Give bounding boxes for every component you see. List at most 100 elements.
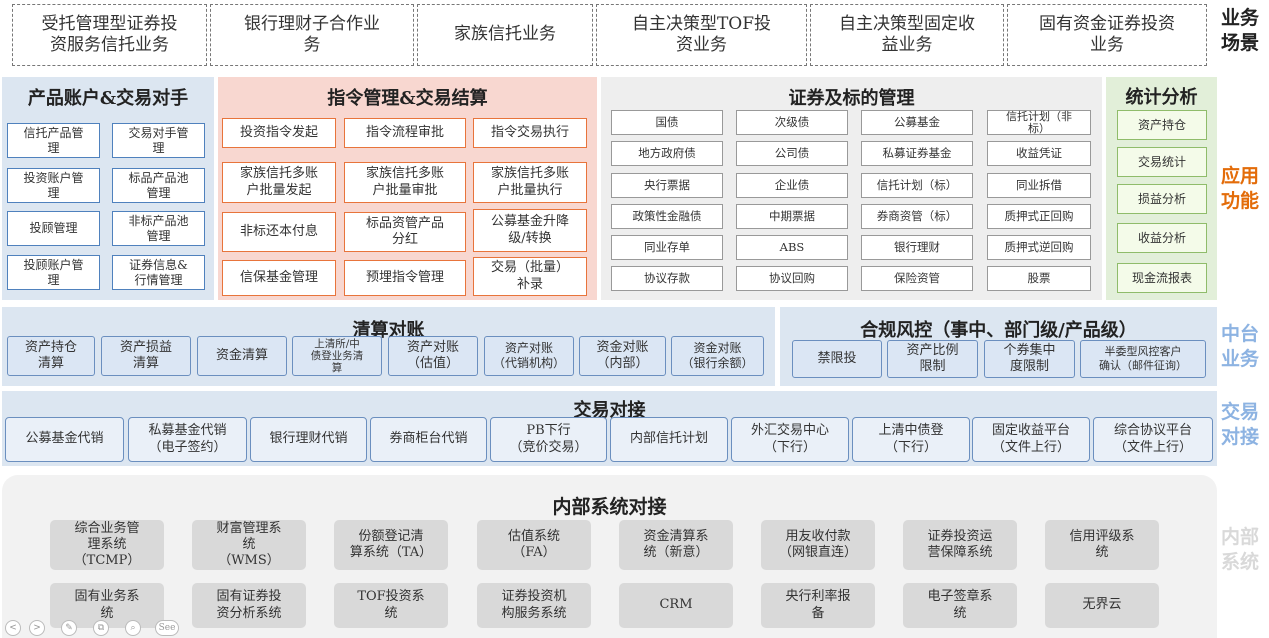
sys-ta: 份额登记清 算系统（TA） bbox=[334, 520, 448, 570]
sys-crm: CRM bbox=[619, 583, 733, 628]
trade-fixed-income-platform: 固定收益平台 （文件上行） bbox=[972, 417, 1090, 462]
risk-client-confirm: 半委型风控客户 确认（邮件征询） bbox=[1080, 340, 1206, 378]
clear-pnl: 资产损益 清算 bbox=[101, 336, 191, 376]
credit-fund-mgmt: 信保基金管理 bbox=[222, 260, 336, 296]
trade-title: 交易对接 bbox=[573, 400, 646, 421]
scenario-fixed-income: 自主决策型固定收 益业务 bbox=[810, 4, 1004, 66]
more-options-icon[interactable]: See bbox=[155, 620, 179, 636]
scenario-entrusted-securities: 受托管理型证券投 资服务信托业务 bbox=[12, 4, 207, 66]
risk-concentration: 个券集中 度限制 bbox=[984, 340, 1075, 378]
pen-icon[interactable]: ✎ bbox=[61, 620, 77, 636]
row-label-internal: 内部 系统 bbox=[1220, 526, 1259, 573]
row-label-middle: 中台 业务 bbox=[1220, 323, 1259, 370]
reconcile-valuation: 资产对账 （估值） bbox=[388, 336, 478, 376]
sys-credit-rating: 信用评级系 统 bbox=[1045, 520, 1159, 570]
stat-trades: 交易统计 bbox=[1117, 147, 1207, 177]
security-type-item: ABS bbox=[736, 235, 848, 260]
standard-product-pool: 标品产品池 管理 bbox=[112, 168, 205, 203]
sys-proprietary-analysis: 固有证券投 资分析系统 bbox=[192, 583, 306, 628]
scenario-bank-wealth: 银行理财子合作业 务 bbox=[210, 4, 414, 66]
reconcile-internal: 资金对账 （内部） bbox=[579, 336, 666, 376]
security-type-item: 协议回购 bbox=[736, 266, 848, 291]
asset-product-dividend: 标品资管产品 分红 bbox=[344, 212, 466, 252]
clear-holdings: 资产持仓 清算 bbox=[7, 336, 95, 376]
sys-wms: 财富管理系 统 （WMS） bbox=[192, 520, 306, 570]
security-type-item: 政策性金融债 bbox=[611, 204, 723, 229]
zoom-icon[interactable]: ⌕ bbox=[125, 620, 141, 636]
trade-shclear-cdc: 上清中债登 （下行） bbox=[852, 417, 970, 462]
sys-securities-ops: 证券投资运 营保障系统 bbox=[903, 520, 1017, 570]
product-account-section: 产品账户&交易对手 信托产品管 理 交易对手管 理 投资账户管 理 标品产品池 … bbox=[2, 77, 214, 300]
trade-internal-trust: 内部信托计划 bbox=[610, 417, 728, 462]
risk-section: 合规风控（事中、部门级/产品级） 禁限投 资产比例 限制 个券集中 度限制 半委… bbox=[780, 307, 1217, 386]
security-type-item: 企业债 bbox=[736, 173, 848, 198]
sys-e-signature: 电子签章系 统 bbox=[903, 583, 1017, 628]
order-settlement-title: 指令管理&交易结算 bbox=[327, 88, 488, 109]
preset-order-mgmt: 预埋指令管理 bbox=[344, 260, 466, 296]
security-type-item: 股票 bbox=[987, 266, 1091, 291]
stat-holdings: 资产持仓 bbox=[1117, 110, 1207, 140]
product-account-title: 产品账户&交易对手 bbox=[27, 88, 189, 109]
clearing-section: 清算对账 资产持仓 清算 资产损益 清算 资金清算 上清所/中 债登业务清 算 … bbox=[2, 307, 775, 386]
trade-private-fund: 私募基金代销 （电子签约） bbox=[128, 417, 247, 462]
trade-batch-entry: 交易（批量） 补录 bbox=[473, 257, 587, 296]
security-type-item: 质押式正回购 bbox=[987, 204, 1091, 229]
security-type-item: 同业拆借 bbox=[987, 173, 1091, 198]
security-type-item: 国债 bbox=[611, 110, 723, 135]
reconcile-bank: 资金对账 （银行余额） bbox=[671, 336, 764, 376]
family-batch-initiate: 家族信托多账 户批量发起 bbox=[222, 162, 336, 203]
order-execution: 指令交易执行 bbox=[473, 118, 587, 148]
reconcile-distributor: 资产对账 （代销机构） bbox=[484, 336, 574, 376]
sys-tof: TOF投资系 统 bbox=[334, 583, 448, 628]
stat-returns: 收益分析 bbox=[1117, 223, 1207, 253]
statistics-title: 统计分析 bbox=[1125, 87, 1198, 108]
security-type-item: 中期票据 bbox=[736, 204, 848, 229]
security-type-item: 券商资管（标） bbox=[861, 204, 973, 229]
sys-yonyou-payment: 用友收付款 （网银直连） bbox=[761, 520, 875, 570]
security-type-item: 协议存款 bbox=[611, 266, 723, 291]
security-type-item: 地方政府债 bbox=[611, 141, 723, 166]
slides-grid-icon[interactable]: ⧉ bbox=[93, 620, 109, 636]
sys-wujieyun: 无界云 bbox=[1045, 583, 1159, 628]
clear-funds: 资金清算 bbox=[197, 336, 287, 376]
row-label-trade: 交易 对接 bbox=[1220, 401, 1259, 448]
internal-title: 内部系统对接 bbox=[552, 496, 667, 518]
order-settlement-section: 指令管理&交易结算 投资指令发起 指令流程审批 指令交易执行 家族信托多账 户批… bbox=[218, 77, 597, 300]
security-type-item: 公募基金 bbox=[861, 110, 973, 135]
security-type-item: 保险资管 bbox=[861, 266, 973, 291]
row-label-scenario: 业务 场景 bbox=[1220, 7, 1259, 54]
nonstandard-repayment: 非标还本付息 bbox=[222, 212, 336, 252]
trade-cfets: 外汇交易中心 （下行） bbox=[731, 417, 849, 462]
clear-shclear-cdc: 上清所/中 债登业务清 算 bbox=[292, 336, 382, 376]
order-approval: 指令流程审批 bbox=[344, 118, 466, 148]
investment-account-mgmt: 投资账户管 理 bbox=[7, 168, 100, 203]
next-slide-icon[interactable]: > bbox=[29, 620, 45, 636]
stat-pnl: 损益分析 bbox=[1117, 184, 1207, 214]
order-initiate: 投资指令发起 bbox=[222, 118, 336, 148]
trade-section: 交易对接 公募基金代销 私募基金代销 （电子签约） 银行理财代销 券商柜台代销 … bbox=[2, 391, 1217, 466]
counterparty-mgmt: 交易对手管 理 bbox=[112, 123, 205, 158]
security-type-item: 收益凭证 bbox=[987, 141, 1091, 166]
scenario-proprietary: 固有资金证券投资 业务 bbox=[1007, 4, 1207, 66]
trade-broker-counter: 券商柜台代销 bbox=[370, 417, 487, 462]
stat-cashflow: 现金流报表 bbox=[1117, 263, 1207, 293]
scenario-family-trust: 家族信托业务 bbox=[417, 4, 593, 66]
sys-fund-clearing: 资金清算系 统（新意） bbox=[619, 520, 733, 570]
prev-slide-icon[interactable]: < bbox=[5, 620, 21, 636]
security-type-item: 信托计划（非 标） bbox=[987, 110, 1091, 135]
sys-institution-service: 证券投资机 构服务系统 bbox=[477, 583, 591, 628]
security-type-item: 质押式逆回购 bbox=[987, 235, 1091, 260]
advisor-account-mgmt: 投顾账户管 理 bbox=[7, 255, 100, 290]
fund-class-conversion: 公募基金升降 级/转换 bbox=[473, 209, 587, 252]
security-type-item: 央行票据 bbox=[611, 173, 723, 198]
advisor-mgmt: 投顾管理 bbox=[7, 211, 100, 246]
statistics-section: 统计分析 资产持仓 交易统计 损益分析 收益分析 现金流报表 bbox=[1106, 77, 1217, 300]
risk-asset-ratio: 资产比例 限制 bbox=[887, 340, 978, 378]
internal-section: 内部系统对接 综合业务管 理系统 （TCMP） 财富管理系 统 （WMS） 份额… bbox=[2, 475, 1217, 638]
security-type-item: 公司债 bbox=[736, 141, 848, 166]
securities-title: 证券及标的管理 bbox=[788, 88, 915, 109]
family-batch-execute: 家族信托多账 户批量执行 bbox=[473, 162, 587, 203]
trust-product-mgmt: 信托产品管 理 bbox=[7, 123, 100, 158]
sys-tcmp: 综合业务管 理系统 （TCMP） bbox=[50, 520, 164, 570]
trade-public-fund: 公募基金代销 bbox=[5, 417, 124, 462]
